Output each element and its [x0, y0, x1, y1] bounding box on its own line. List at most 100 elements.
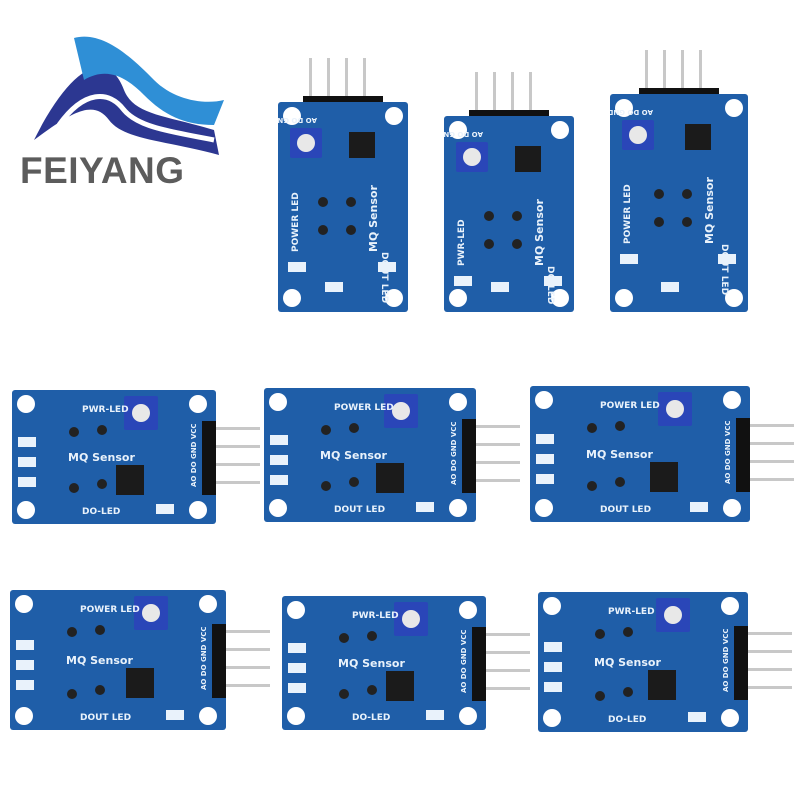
sensor-pin	[346, 225, 356, 235]
mounting-hole	[721, 709, 739, 727]
mounting-hole	[283, 289, 301, 307]
sensor-pin	[367, 631, 377, 641]
header-pin	[511, 72, 514, 116]
potentiometer-knob	[463, 148, 481, 166]
mounting-hole	[535, 391, 553, 409]
silk-mq-sensor: MQ Sensor	[367, 185, 380, 252]
mounting-hole	[199, 595, 217, 613]
smd-component	[661, 282, 679, 292]
smd-component	[18, 457, 36, 467]
mounting-hole	[17, 395, 35, 413]
potentiometer-knob	[392, 402, 410, 420]
smd-component	[16, 640, 34, 650]
pin-header	[212, 624, 226, 698]
header-pin	[480, 633, 530, 636]
header-pin	[220, 630, 270, 633]
header-pin	[470, 425, 520, 428]
mounting-hole	[283, 107, 301, 125]
smd-component	[288, 663, 306, 673]
silk-led-top: PWR-LED	[608, 607, 655, 617]
silk-pin-labels: AO DO GND VCC	[200, 626, 208, 690]
mounting-hole	[189, 395, 207, 413]
sensor-pin	[69, 427, 79, 437]
mounting-hole	[449, 121, 467, 139]
comparator-chip	[376, 463, 404, 493]
silk-led-bottom: DOUT LED	[334, 505, 385, 515]
mounting-hole	[269, 393, 287, 411]
sensor-pin	[512, 211, 522, 221]
silk-pin-labels: AO DO GND VCC	[610, 108, 653, 116]
header-pin	[744, 442, 794, 445]
comparator-chip	[515, 146, 541, 172]
header-pin	[742, 668, 792, 671]
header-pin	[475, 72, 478, 116]
sensor-pin	[623, 687, 633, 697]
mounting-hole	[199, 707, 217, 725]
smd-component	[16, 660, 34, 670]
silk-led-top: POWER LED	[623, 184, 633, 244]
sensor-pin	[95, 625, 105, 635]
smd-component	[288, 643, 306, 653]
silk-mq-sensor: MQ Sensor	[66, 654, 133, 667]
smd-component	[536, 434, 554, 444]
mounting-hole	[449, 499, 467, 517]
sensor-pin	[349, 423, 359, 433]
mounting-hole	[551, 121, 569, 139]
mounting-hole	[723, 499, 741, 517]
sensor-pin	[339, 689, 349, 699]
header-pin	[529, 72, 532, 116]
silk-pin-labels: AO DO GND VCC	[190, 423, 198, 487]
silk-led-top: PWR-LED	[457, 219, 467, 266]
silk-led-bottom: DO-LED	[82, 507, 120, 517]
silk-mq-sensor: MQ Sensor	[703, 177, 716, 244]
smd-component	[18, 477, 36, 487]
sensor-pin	[97, 425, 107, 435]
smd-component	[270, 455, 288, 465]
mounting-hole	[15, 595, 33, 613]
header-pin	[742, 632, 792, 635]
silk-led-top: POWER LED	[600, 401, 660, 411]
sensor-pin	[321, 425, 331, 435]
logo-wave-light	[74, 36, 224, 125]
mounting-hole	[615, 289, 633, 307]
header-pin	[663, 50, 666, 94]
comparator-chip	[349, 132, 375, 158]
comparator-chip	[650, 462, 678, 492]
mounting-hole	[449, 393, 467, 411]
sensor-pin	[654, 217, 664, 227]
silk-pin-labels: AO DO GND VCC	[724, 420, 732, 484]
sensor-pin	[682, 217, 692, 227]
smd-component	[544, 682, 562, 692]
sensor-pin	[595, 691, 605, 701]
silk-pin-labels: AO DO GND VCC	[450, 421, 458, 485]
header-pin	[327, 58, 330, 102]
smd-component	[718, 254, 736, 264]
smd-component	[454, 276, 472, 286]
mounting-hole	[17, 501, 35, 519]
header-pin	[345, 58, 348, 102]
sensor-pin	[615, 477, 625, 487]
silk-led-bottom: DOUT LED	[80, 713, 131, 723]
header-pin	[742, 650, 792, 653]
header-pin	[645, 50, 648, 94]
brand-name: FEIYANG	[20, 150, 185, 191]
pcb	[12, 390, 216, 524]
pcb	[282, 596, 486, 730]
smd-component	[378, 262, 396, 272]
mounting-hole	[723, 391, 741, 409]
silk-mq-sensor: MQ Sensor	[338, 657, 405, 670]
mounting-hole	[535, 499, 553, 517]
header-pin	[480, 687, 530, 690]
smd-component	[288, 262, 306, 272]
sensor-pin	[95, 685, 105, 695]
potentiometer-knob	[629, 126, 647, 144]
smd-component	[544, 276, 562, 286]
silk-led-top: POWER LED	[291, 192, 301, 252]
potentiometer-knob	[664, 606, 682, 624]
sensor-pin	[595, 629, 605, 639]
mounting-hole	[615, 99, 633, 117]
mounting-hole	[725, 289, 743, 307]
logo-wave-white	[56, 94, 215, 143]
header-pin	[470, 443, 520, 446]
